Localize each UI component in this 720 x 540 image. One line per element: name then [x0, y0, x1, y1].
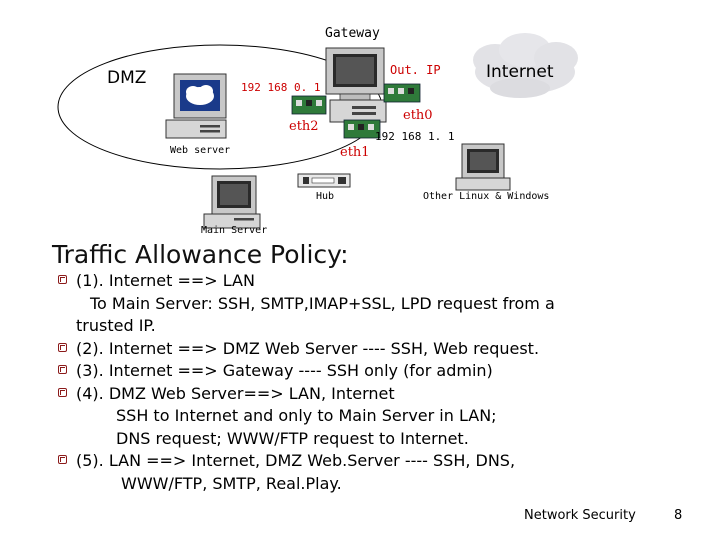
bullet-icon: [58, 342, 67, 352]
hub-icon: [297, 173, 351, 188]
footer-title: Network Security: [524, 508, 636, 523]
bullet-icon: [58, 275, 67, 284]
policy-item: (5). LAN ==> Internet, DMZ Web.Server --…: [58, 450, 658, 495]
policy-line: (1). Internet ==> LAN: [76, 271, 255, 290]
dmz-ip-label: 192 168 0. 1: [241, 81, 320, 94]
web-server-computer-icon: [165, 73, 227, 139]
nic-eth1-icon: [343, 119, 381, 139]
other-computer-icon: [455, 143, 511, 191]
policy-list: (1). Internet ==> LAN To Main Server: SS…: [58, 270, 658, 495]
policy-title: Traffic Allowance Policy:: [52, 240, 349, 269]
policy-line: (5). LAN ==> Internet, DMZ Web.Server --…: [76, 451, 516, 470]
policy-line: trusted IP.: [76, 316, 156, 335]
main-server-label: Main Server: [201, 225, 267, 236]
policy-item: (3). Internet ==> Gateway ---- SSH only …: [58, 360, 658, 383]
bullet-icon: [58, 387, 67, 397]
other-computers-label: Other Linux & Windows: [423, 191, 549, 202]
dmz-label: DMZ: [107, 68, 146, 88]
eth1-label: eth1: [340, 145, 370, 160]
hub-label: Hub: [316, 191, 334, 202]
policy-line: WWW/FTP, SMTP, Real.Play.: [121, 473, 342, 493]
lan-ip-label: 192 168 1. 1: [375, 130, 454, 143]
eth0-label: eth0: [403, 108, 433, 123]
bullet-icon: [58, 365, 67, 374]
out-ip-label: Out. IP: [390, 63, 441, 77]
policy-line: (4). DMZ Web Server==> LAN, Internet: [76, 383, 395, 403]
nic-eth0-icon: [383, 83, 421, 103]
internet-label: Internet: [486, 62, 554, 82]
eth2-label: eth2: [289, 119, 319, 134]
policy-line: DNS request; WWW/FTP request to Internet…: [116, 428, 469, 448]
policy-item: (4). DMZ Web Server==> LAN, Internet SSH…: [58, 383, 658, 451]
internet-cloud-icon: [473, 33, 578, 98]
policy-line: (3). Internet ==> Gateway ---- SSH only …: [76, 361, 493, 380]
policy-item: (2). Internet ==> DMZ Web Server ---- SS…: [58, 338, 658, 361]
web-server-label: Web server: [170, 145, 230, 156]
policy-line: To Main Server: SSH, SMTP,IMAP+SSL, LPD …: [90, 293, 555, 313]
nic-eth2-icon: [291, 95, 327, 115]
policy-line: SSH to Internet and only to Main Server …: [116, 406, 497, 425]
policy-line: (2). Internet ==> DMZ Web Server ---- SS…: [76, 338, 540, 358]
page-number: 8: [674, 508, 683, 523]
gateway-computer-icon: [325, 47, 387, 123]
bullet-icon: [58, 455, 67, 464]
network-diagram: Gateway DMZ 192 168 0. 1 Out. IP Interne…: [57, 26, 578, 236]
policy-item: (1). Internet ==> LAN To Main Server: SS…: [58, 270, 658, 338]
main-server-computer-icon: [203, 175, 261, 229]
gateway-label: Gateway: [325, 26, 380, 41]
